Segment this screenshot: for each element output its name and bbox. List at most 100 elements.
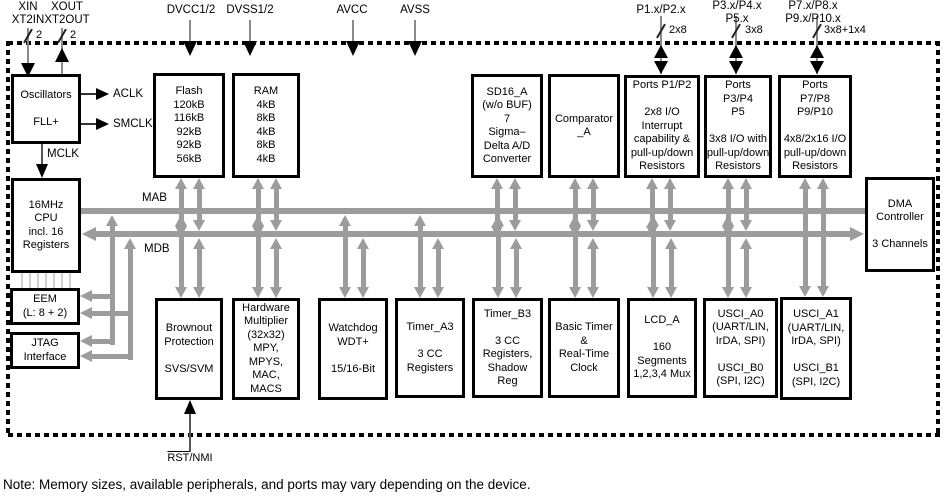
mdb-to-dma-arrow — [850, 226, 864, 241]
bus-connector — [513, 246, 519, 290]
sd16-line-3: Sigma– — [488, 126, 526, 138]
ram-line-1: 4kB — [256, 98, 276, 111]
block-comparator-a: Comparator_A — [548, 74, 620, 178]
pin-label-dvss: DVSS1/2 — [226, 4, 274, 16]
cpu-line-0: 16MHz — [28, 198, 64, 211]
smclk-label: SMCLK — [113, 118, 153, 130]
ram-line-3: 4kB — [256, 125, 276, 138]
ports78910-line-5: pull-up/down — [783, 146, 847, 159]
cpu-line-1: CPU — [34, 212, 58, 224]
cpu-eem-ribbon — [53, 273, 55, 289]
bus-connector — [739, 287, 752, 298]
multiplier-line-3: MPY, — [253, 342, 279, 355]
bus-connector — [663, 220, 676, 231]
bus-connector — [417, 223, 423, 290]
eem-jtag-connector — [105, 215, 118, 226]
bus-connector — [664, 287, 677, 298]
bus-connector — [663, 178, 676, 189]
sd16-line-2: 7 — [503, 112, 511, 125]
ports12-line-3: Interrupt — [641, 119, 683, 132]
ram-line-5: 4kB — [256, 152, 276, 165]
ports345-line-1: P3/P4 — [723, 92, 753, 105]
timerb3-line-0: Timer_B3 — [483, 307, 532, 320]
bus-connector — [269, 238, 282, 249]
ports345-line-2: P5 — [731, 106, 745, 119]
timerb3-line-4: Shadow — [487, 361, 528, 374]
eem-jtag-arrow — [80, 349, 92, 362]
brownout-line-3: SVS/SVM — [164, 362, 214, 375]
bus-connector — [435, 246, 441, 290]
pin-label-avcc: AVCC — [336, 4, 368, 16]
mab-bus — [81, 208, 868, 214]
cpu-eem-ribbon — [37, 273, 39, 289]
chip-boundary-left — [6, 41, 10, 437]
bus-connector — [196, 186, 202, 223]
multiplier-line-4: MPYS, — [248, 355, 284, 368]
bus-connector — [174, 215, 187, 226]
sd16-line-5: Converter — [482, 153, 532, 165]
watchdog-line-3: 15/16-Bit — [330, 362, 376, 375]
pin-label-p1p2: P1.x/P2.x — [636, 4, 686, 16]
bus-width-xin: 2 — [36, 29, 43, 41]
ports12-line-5: pull-up/down — [630, 146, 694, 159]
bus-connector — [568, 215, 581, 226]
bus-connector — [509, 287, 522, 298]
bus-connector — [721, 215, 734, 226]
cpu-eem-ribbon — [21, 273, 23, 289]
bus-connector — [816, 286, 829, 297]
bus-connector — [508, 178, 521, 189]
bus-connector — [491, 215, 504, 226]
uscia1-line-4: USCI_B1 — [793, 362, 839, 374]
smclk-arrow — [96, 117, 109, 130]
diagram-note: Note: Memory sizes, available peripheral… — [3, 477, 531, 492]
flash-line-0: Flash — [175, 85, 203, 97]
xout-arrow — [55, 48, 69, 62]
multiplier-line-0: Hardware — [242, 301, 290, 314]
bus-connector — [802, 186, 808, 289]
bus-connector — [586, 238, 599, 249]
bus-connector — [645, 178, 658, 189]
uscia0-line-4: USCI_B0 — [717, 361, 764, 374]
eem-jtag-connector — [109, 223, 115, 345]
ports345-line-6: Resistors — [715, 160, 761, 173]
bus-connector — [667, 186, 673, 223]
timerb3-line-5: Reg — [497, 375, 518, 387]
block-usci-a1-b1: USCI_A1(UART/LIN,IrDA, SPI)USCI_B1(SPI, … — [780, 297, 852, 400]
bus-connector — [255, 186, 261, 229]
oscillators-line-0: Oscillators — [20, 88, 72, 101]
bus-connector — [820, 186, 826, 289]
bus-width-p7p8: 3x8+1x4 — [824, 24, 866, 36]
sd16-line-4: Delta A/D — [483, 139, 531, 152]
flash-line-1: 120kB — [173, 98, 205, 111]
bus-width-p1p2: 2x8 — [669, 24, 687, 36]
jtag-line-1: Interface — [23, 350, 67, 363]
bus-connector — [590, 246, 596, 290]
mclk-arrow — [35, 164, 48, 178]
eem-jtag-connector — [123, 238, 136, 249]
port-arrow — [653, 61, 668, 74]
eem-jtag-connector — [90, 310, 132, 316]
brownout-line-0: Brownout — [165, 322, 213, 334]
mdb-to-cpu-arrow — [82, 226, 96, 241]
aclk-line — [81, 93, 96, 95]
basictimer-line-0: Basic Timer — [555, 321, 613, 333]
eem-jtag-arrow — [80, 289, 92, 302]
port-arrow — [809, 45, 824, 58]
rst-line — [189, 414, 191, 452]
watchdog-line-0: Watchdog — [328, 322, 378, 334]
bus-connector — [338, 215, 351, 226]
multiplier-line-1: Multiplier — [243, 315, 288, 328]
ram-line-2: 8kB — [256, 112, 276, 124]
bus-connector — [798, 178, 811, 189]
uscia1-line-5: (SPI, I2C) — [791, 375, 841, 388]
uscia0-line-0: USCI_A0 — [717, 307, 764, 320]
timera3-line-2: 3 CC — [417, 348, 443, 360]
oscillators-line-2: FLL+ — [33, 115, 59, 128]
